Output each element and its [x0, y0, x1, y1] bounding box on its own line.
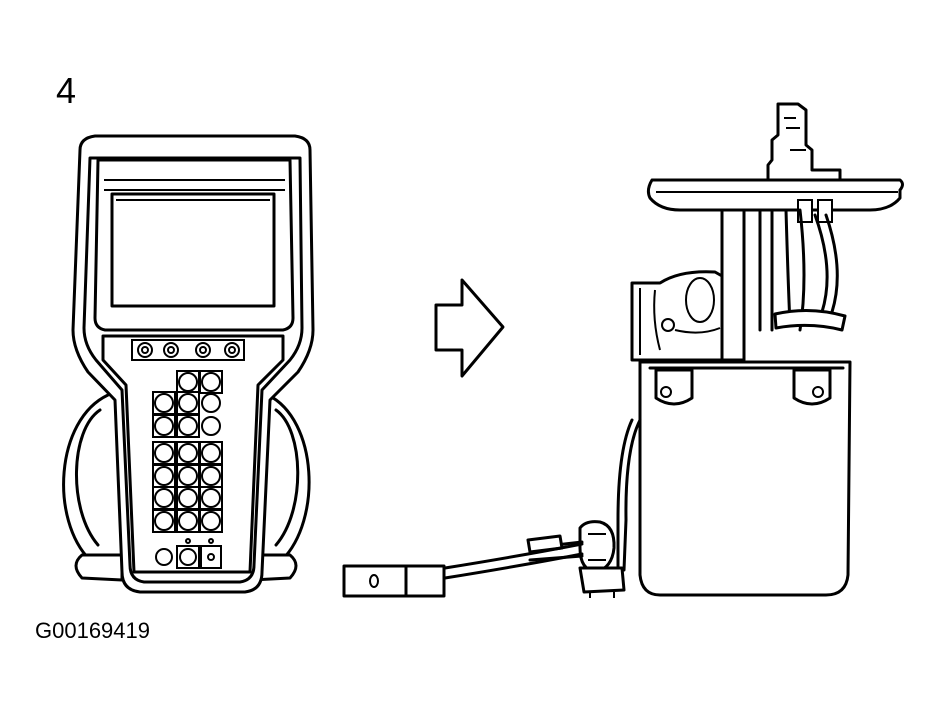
- scan-tool-left-grip: [74, 553, 124, 582]
- keypad-key: [178, 416, 198, 436]
- right-arrow-icon: [434, 278, 505, 378]
- keypad-key: [178, 443, 198, 463]
- keypad-key: [154, 416, 174, 436]
- pump-electrical-connector: [342, 564, 446, 598]
- scan-tool-icon: [62, 134, 315, 594]
- scan-tool-left-handle: [62, 393, 110, 562]
- scan-tool-keypad: [152, 370, 223, 533]
- keypad-key: [154, 443, 174, 463]
- keypad-key: [178, 511, 198, 531]
- keypad-key: [154, 511, 174, 531]
- fuel-pump-module-icon: [342, 102, 904, 598]
- scan-tool-bottom-keys: [155, 538, 222, 569]
- scan-tool-keypad-panel: [101, 334, 285, 574]
- keypad-key: [154, 393, 174, 413]
- keypad-key: [154, 488, 174, 508]
- pump-reservoir: [638, 360, 852, 597]
- keypad-key: [178, 372, 198, 392]
- pump-connector-wire: [443, 542, 584, 580]
- scan-tool-right-handle: [266, 393, 311, 562]
- keypad-key: [154, 466, 174, 486]
- keypad-key: [201, 416, 221, 436]
- step-number: 4: [56, 70, 77, 111]
- figure-id: G00169419: [35, 618, 150, 643]
- keypad-key: [201, 466, 221, 486]
- pump-support-rod: [720, 208, 746, 362]
- pump-fuel-lines: [758, 208, 839, 332]
- scan-tool-connector-keys: [131, 339, 245, 361]
- keypad-key: [178, 466, 198, 486]
- pump-wiring-harness: [616, 418, 642, 574]
- keypad-key: [178, 393, 198, 413]
- scan-tool-screen: [110, 192, 276, 308]
- keypad-key: [178, 488, 198, 508]
- keypad-key: [201, 393, 221, 413]
- keypad-key: [201, 443, 221, 463]
- keypad-key: [201, 372, 221, 392]
- keypad-key: [201, 511, 221, 531]
- pump-flange: [646, 178, 904, 212]
- scan-tool-inner-outline: [82, 156, 304, 584]
- keypad-key: [201, 488, 221, 508]
- pump-harness-grommet: [578, 520, 616, 574]
